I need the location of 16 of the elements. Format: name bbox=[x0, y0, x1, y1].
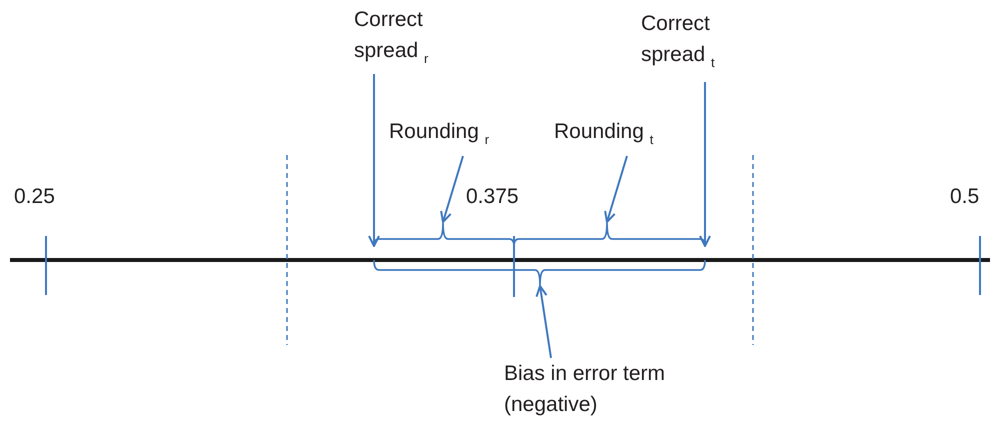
curly-brace bbox=[374, 260, 705, 286]
tick-label: 0.5 bbox=[950, 184, 980, 210]
annotation-text: Correct spread $_{r}$ bbox=[354, 7, 430, 68]
tick-label: 0.375 bbox=[466, 184, 519, 210]
leader-arrow bbox=[368, 74, 380, 247]
annotation-text: Rounding $_{r}$ bbox=[389, 119, 490, 149]
leader-arrow bbox=[699, 82, 711, 247]
annotation-text: Rounding $_{t}$ bbox=[554, 119, 654, 149]
tick-label: 0.25 bbox=[14, 184, 55, 210]
annotation-text: Correct spread $_{t}$ bbox=[641, 11, 716, 72]
leader-arrow bbox=[536, 285, 552, 358]
annotation-text: Bias in error term (negative) bbox=[504, 361, 666, 418]
curly-brace bbox=[374, 222, 514, 246]
leader-arrow bbox=[440, 156, 464, 223]
curly-brace bbox=[514, 222, 705, 246]
leader-arrow bbox=[604, 156, 628, 223]
